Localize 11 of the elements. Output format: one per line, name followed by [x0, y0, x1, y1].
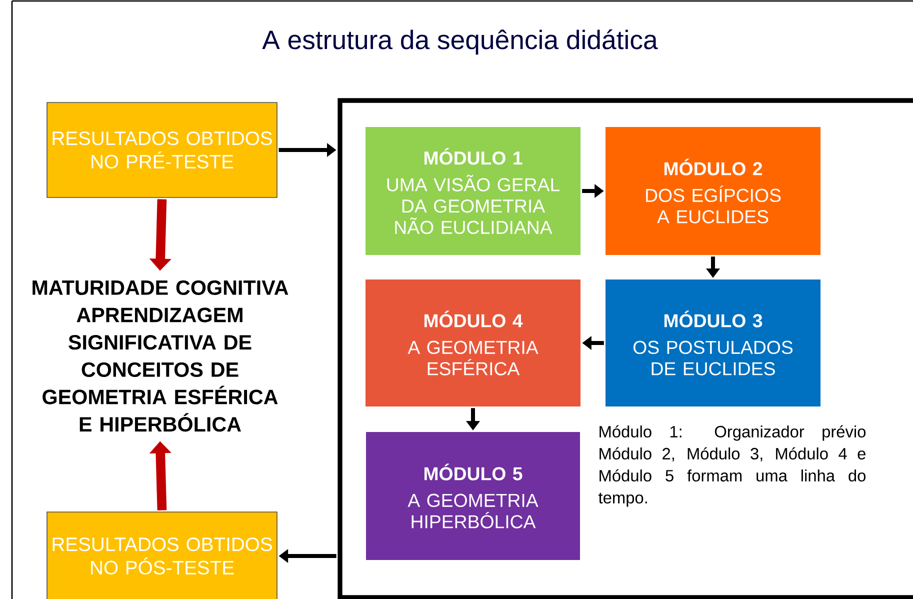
module-box: MÓDULO 3 OS POSTULADOS DE EUCLIDES	[606, 280, 820, 406]
module-box: MÓDULO 1 UMA VISÃO GERAL DA GEOMETRIA NÃO EUCLIDIANA	[366, 127, 580, 255]
module-box: MÓDULO 2 DOS EGÍPCIOS A EUCLIDES	[606, 127, 820, 255]
module-frame	[338, 98, 913, 599]
outcome-text: MATURIDADE COGNITIVA APRENDIZAGEM SIGNIFICATIVA DE CONCEITOS DE GEOMETRIA ESFÉRICA E HIPERBÓLICA	[32, 280, 288, 432]
result-box: RESULTADOS OBTIDOS NO PRÉ-TESTE	[46, 102, 278, 198]
result-box: RESULTADOS OBTIDOS NO PÓS-TESTE	[46, 512, 278, 599]
title: A estrutura da sequência didática	[262, 29, 658, 55]
module-box: MÓDULO 5 A GEOMETRIA HIPERBÓLICA	[366, 432, 580, 560]
module-box: MÓDULO 4 A GEOMETRIA ESFÉRICA	[366, 280, 580, 406]
note-text: Módulo 1: Organizador prévio Módulo 2, Módulo 3, Módulo 4 e Módulo 5 formam uma linha do tempo.	[598, 425, 866, 507]
